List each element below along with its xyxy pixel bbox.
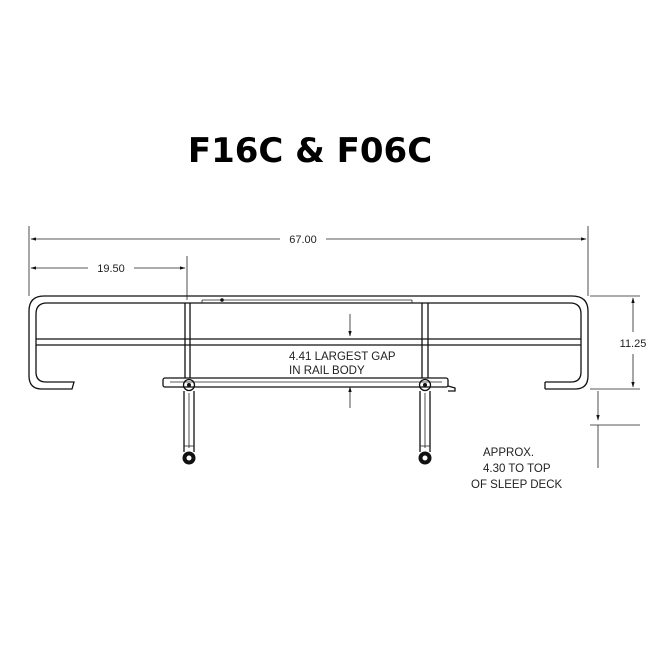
gap-note-line1: 4.41 LARGEST GAP: [289, 351, 396, 363]
height-dimension: 11.25: [590, 295, 647, 390]
right-leg: [418, 378, 432, 465]
overall-width-label: 67.00: [289, 234, 317, 246]
sleep-deck-dimension: APPROX. 4.30 TO TOP OF SLEEP DECK: [471, 391, 640, 491]
left-leg: [182, 378, 196, 465]
left-offset-label: 19.50: [97, 263, 125, 275]
deck-note-line2: 4.30 TO TOP: [483, 463, 551, 475]
deck-note-line1: APPROX.: [483, 447, 534, 459]
rail-body: [28, 295, 589, 390]
overall-width-dimension: 67.00: [28, 226, 589, 296]
left-offset-dimension: 19.50: [30, 256, 188, 300]
gap-note-line2: IN RAIL BODY: [289, 365, 365, 377]
height-label: 11.25: [620, 338, 647, 350]
deck-note-line3: OF SLEEP DECK: [471, 479, 563, 491]
drawing-title: F16C & F06C: [188, 131, 432, 171]
bottom-slide-bar: [162, 377, 456, 392]
largest-gap-callout: 4.41 LARGEST GAP IN RAIL BODY: [289, 314, 396, 408]
